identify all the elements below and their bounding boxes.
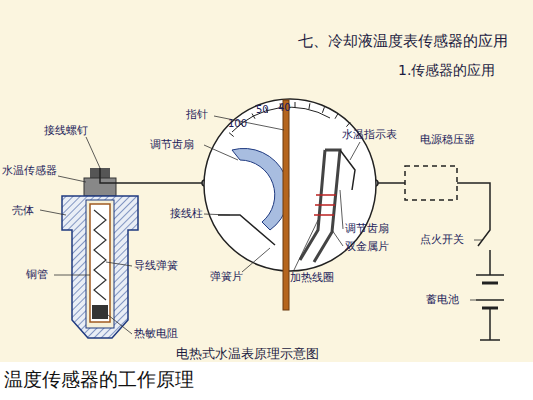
scale-tick — [295, 102, 296, 108]
part-label: 指针 — [186, 108, 208, 121]
part-label: 导线弹簧 — [134, 259, 178, 272]
part-label: 双金属片 — [345, 240, 389, 253]
scale-number: 40 — [278, 102, 291, 114]
scale-tick — [322, 107, 324, 113]
part-label: 加热线圈 — [290, 271, 334, 284]
part-label: 1.传感器的应用 — [398, 62, 495, 79]
part-label: 点火开关 — [420, 233, 464, 246]
scale-tick — [346, 122, 350, 127]
part-label: 铜管 — [26, 268, 48, 281]
part-label: 壳体 — [12, 204, 34, 217]
part-label: 接线螺钉 — [44, 124, 88, 137]
part-label: 弹簧片 — [210, 270, 243, 283]
sensor — [62, 168, 138, 338]
part-label: 电热式水温表原理示意图 — [176, 346, 319, 362]
part-label: 电源稳压器 — [420, 133, 475, 146]
scale-tick — [252, 114, 255, 119]
part-label: 水温指示表 — [342, 128, 397, 141]
part-label: 水温传感器 — [2, 164, 57, 177]
scale-tick — [335, 114, 338, 119]
part-label: 热敏电阻 — [134, 327, 178, 340]
scale-number: 100 — [228, 118, 247, 130]
scale-number: 50 — [256, 104, 269, 116]
part-label: 调节齿扇 — [345, 222, 389, 235]
title: 七、冷却液温度表传感器的应用 — [298, 32, 508, 50]
scale-tick — [309, 103, 310, 109]
leader-lines — [40, 116, 482, 334]
caption: 温度传感器的工作原理 — [4, 368, 194, 391]
part-label: 蓄电池 — [426, 293, 459, 306]
part-label: 调节齿扇 — [150, 138, 194, 151]
part-label: 接线柱 — [170, 207, 203, 220]
background — [0, 0, 533, 362]
scale-tick — [229, 133, 234, 137]
